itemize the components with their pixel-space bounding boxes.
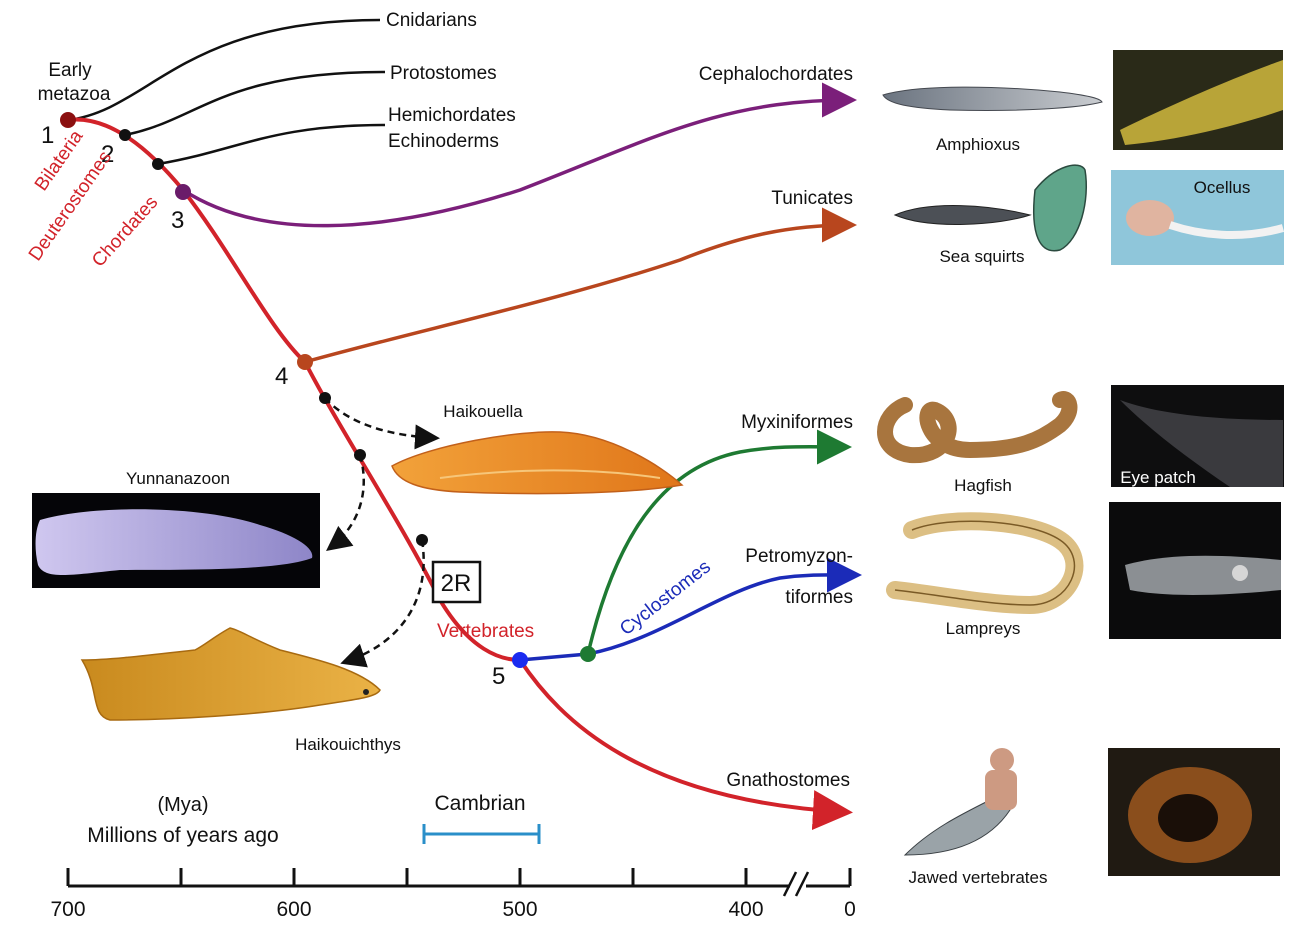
sea-squirt-illustration [895,165,1086,251]
haikouella-illustration [392,432,682,494]
node-number-4: 4 [275,363,288,390]
label-cnidarians: Cnidarians [386,10,477,31]
label-tiformes: tiformes [785,587,853,608]
node-cyclostome-dot [580,646,596,662]
amphioxus-illustration [883,87,1102,110]
label-petromyzon: Petromyzon- [745,546,853,567]
label-eye-patch: Eye patch [1120,468,1196,487]
haikouichthys-illustration [82,628,380,720]
tick-0: 0 [844,898,856,921]
tick-500: 500 [502,898,537,921]
label-jawed-vertebrates: Jawed vertebrates [909,868,1048,887]
label-gnathostomes: Gnathostomes [726,770,850,791]
label-cephalochordates: Cephalochordates [699,64,853,85]
tick-700: 700 [50,898,85,921]
timeline-unit-label: Millions of years ago [87,824,278,847]
label-sea-squirts: Sea squirts [939,247,1024,266]
node-3-dot [175,184,191,200]
arrow-yunnanozoon [330,455,364,548]
node-haikouella-dot [319,392,331,404]
time-axis [68,868,850,896]
branch-cephalochordates [183,100,850,226]
label-myxiniformes: Myxiniformes [741,412,853,433]
duplication-label: 2R [441,570,472,597]
yunnanozoon-photo [32,493,320,588]
node-5-dot [512,652,528,668]
arrow-haikouella [325,398,435,438]
label-echinoderms: Echinoderms [388,131,499,152]
label-metazoa: metazoa [38,84,111,105]
label-hemichordates: Hemichordates [388,105,516,126]
branch-cyclostome-stem [520,654,588,660]
lamprey-illustration [895,521,1074,605]
node-haikouichthys-dot [416,534,428,546]
node-1-dot [60,112,76,128]
clade-vertebrates: Vertebrates [437,621,534,642]
node-2-dot [119,129,131,141]
cambrian-label: Cambrian [434,792,525,815]
node-yunnanozoon-dot [354,449,366,461]
clade-chordates: Chordates [88,192,162,271]
label-haikouella: Haikouella [443,402,523,421]
label-protostomes: Protostomes [390,63,497,84]
node-number-5: 5 [492,663,505,690]
branch-cnidarians [68,20,380,120]
amphioxus-photo [1113,50,1283,150]
label-hagfish: Hagfish [954,476,1012,495]
tick-400: 400 [728,898,763,921]
label-lampreys: Lampreys [946,619,1021,638]
node-number-1: 1 [41,122,54,149]
tick-600: 600 [276,898,311,921]
label-ocellus: Ocellus [1194,178,1251,197]
branch-tunicates [305,225,850,362]
timeline-unit-abbrev: (Mya) [157,794,208,816]
label-amphioxus: Amphioxus [936,135,1020,154]
cambrian-range-bar [424,824,539,844]
jawed-eye-photo [1108,748,1280,876]
hagfish-illustration [885,399,1069,455]
label-early: Early [48,60,92,81]
branch-hemichordates [158,125,385,164]
node-number-3: 3 [171,207,184,234]
node-4-dot [297,354,313,370]
arrow-haikouichthys [345,540,424,662]
label-yunnanozoon: Yunnanazoon [126,469,230,488]
node-deuterostome-dot [152,158,164,170]
label-haikouichthys: Haikouichthys [295,735,401,754]
lamprey-photo [1109,502,1281,639]
jawed-vertebrate-illustration [905,748,1017,855]
label-tunicates: Tunicates [771,188,853,209]
